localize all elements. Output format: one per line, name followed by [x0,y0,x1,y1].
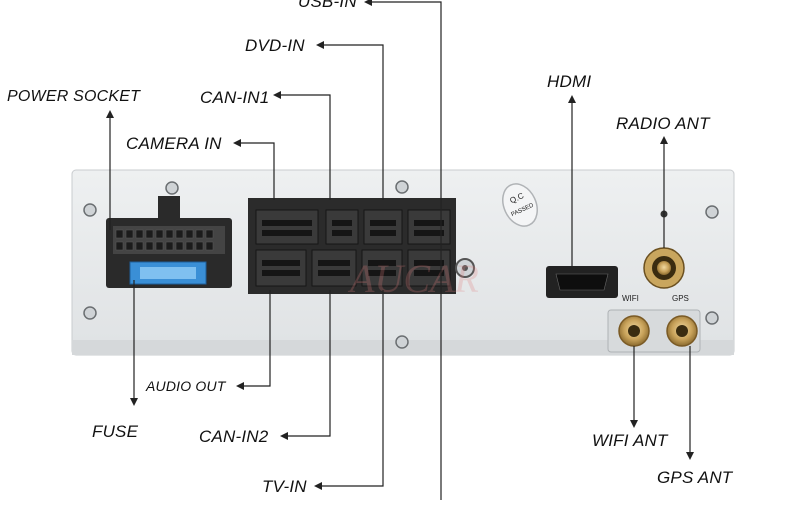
gps-ant-label: GPS ANT [657,468,733,487]
power-socket-connector [106,196,232,288]
usb-in-label: USB-IN [298,0,357,11]
multi-pin-connector-block [248,198,475,294]
can-in2-label: CAN-IN2 [199,427,269,446]
wifi-ant-label: WIFI ANT [592,431,668,450]
wifi-port-label: WIFI [622,294,639,303]
tv-in-label: TV-IN [262,477,307,496]
radio-ant-label: RADIO ANT [616,114,710,133]
qc-passed-stamp: Q.C PASSED [502,183,538,227]
antenna-ports-bracket: WIFI GPS [607,294,701,353]
hdmi-port [546,266,618,298]
fuse-label: FUSE [92,422,139,441]
panel-screws [83,180,719,349]
audio-out-label: AUDIO OUT [146,378,226,394]
power-socket-label: POWER SOCKET [7,88,141,105]
hdmi-label: HDMI [547,72,592,91]
can-in1-label: CAN-IN1 [200,88,270,107]
leader-lines [106,0,694,500]
camera-in-label: CAMERA IN [126,134,222,153]
dvd-in-label: DVD-IN [245,36,305,55]
watermark-text: AUCAR [347,256,479,301]
gps-port-label: GPS [672,294,689,303]
